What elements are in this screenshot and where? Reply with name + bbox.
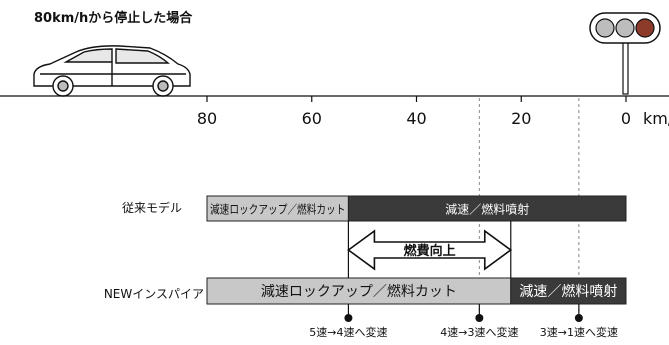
axis-tick-label: 60 — [302, 109, 322, 128]
row-label-new-model: NEWインスパイア — [104, 287, 204, 301]
traffic-lamp-middle — [615, 18, 635, 38]
bar-segment-label: 減速ロックアップ／燃料カット — [210, 202, 345, 217]
traffic-lamp-left — [595, 18, 615, 38]
shift-label: 5速→4速へ変速 — [309, 325, 387, 339]
car-illustration — [33, 45, 191, 97]
shift-marker-dot — [344, 314, 353, 322]
gear-shift-markers: 5速→4速へ変速 4速→3速へ変速 3速→1速へ変速 — [309, 304, 618, 339]
speed-axis: 80 60 40 20 0 — [197, 96, 631, 128]
axis-tick-label: 80 — [197, 109, 217, 128]
traffic-light-icon — [589, 12, 661, 95]
row-label-conventional: 従来モデル — [122, 200, 182, 215]
axis-tick-label: 40 — [406, 109, 426, 128]
conventional-bars: 減速ロックアップ／燃料カット 減速／燃料噴射 — [206, 195, 627, 222]
bar-segment — [347, 195, 627, 222]
bar-segment-label: 減速／燃料噴射 — [519, 283, 617, 300]
new-model-bars: 減速ロックアップ／燃料カット 減速／燃料噴射 — [206, 277, 627, 305]
fuel-improvement: 燃費向上 — [347, 221, 513, 278]
bar-segment-label: 減速ロックアップ／燃料カット — [261, 283, 457, 300]
axis-tick-label: 20 — [511, 109, 531, 128]
traffic-lamp-right — [635, 18, 655, 38]
bar-segment-label: 減速／燃料噴射 — [445, 202, 529, 217]
double-arrow-icon — [347, 229, 513, 271]
shift-marker-dot — [574, 314, 583, 322]
axis-tick-label: 0 — [621, 109, 631, 128]
speed-unit-label: km/ — [643, 109, 669, 128]
bar-segment — [510, 277, 627, 305]
improvement-label: 燃費向上 — [404, 243, 456, 259]
diagram-heading: 80km/hから停止した場合 — [34, 10, 193, 26]
shift-label: 4速→3速へ変速 — [440, 325, 518, 339]
shift-label: 3速→1速へ変速 — [540, 325, 618, 339]
shift-marker-dot — [475, 314, 484, 322]
